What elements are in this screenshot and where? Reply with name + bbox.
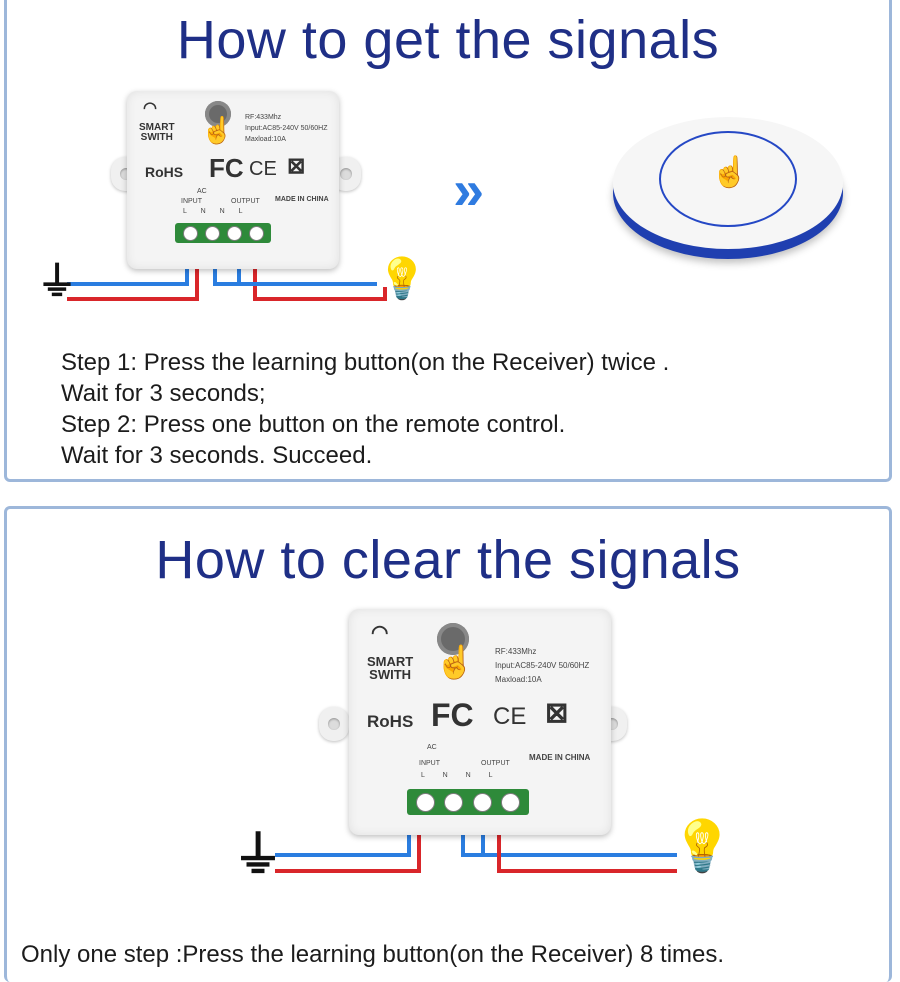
made-in-label: MADE IN CHINA <box>275 196 329 203</box>
clear-signals-instruction: Only one step :Press the learning button… <box>21 941 725 968</box>
step-2-wait: Wait for 3 seconds. Succeed. <box>61 442 373 469</box>
fc-mark: FC <box>209 153 244 183</box>
ce-mark: CE <box>493 703 527 730</box>
step-1-text: Step 1: Press the learning button(on the… <box>61 349 670 376</box>
ce-mark: CE <box>249 158 277 180</box>
input-label: INPUT <box>181 198 202 205</box>
remote-button-ring[interactable] <box>659 131 797 227</box>
input-spec: Input:AC85-240V 50/60HZ <box>495 661 590 670</box>
plug-icon: ⏚ <box>233 827 283 883</box>
step-2-text: Step 2: Press one button on the remote c… <box>61 411 566 438</box>
rohs-mark: RoHS <box>145 164 184 180</box>
wifi-icon: ◠ <box>371 622 389 644</box>
rohs-mark: RoHS <box>367 712 414 731</box>
terminal-block <box>407 789 529 815</box>
ac-label: AC <box>427 744 437 751</box>
input-spec: Input:AC85-240V 50/60HZ <box>245 125 328 132</box>
get-signals-title: How to get the signals <box>176 10 720 70</box>
crossed-bin-icon: ⊠ <box>545 697 569 728</box>
input-label: INPUT <box>419 760 440 767</box>
fc-mark: FC <box>431 697 474 733</box>
maxload-spec: Maxload:10A <box>495 675 542 684</box>
bulb-icon: 💡 <box>377 257 427 301</box>
hand-press-icon: ☝ <box>201 115 234 145</box>
plug-icon: ⏚ <box>37 260 77 304</box>
remote-control: ☝ <box>613 117 843 249</box>
wifi-icon: ◠ <box>143 100 157 117</box>
terminal-labels: L N N L <box>421 772 501 779</box>
ac-label: AC <box>197 188 207 195</box>
learning-button[interactable] <box>437 623 469 655</box>
hand-press-icon: ☝ <box>435 644 475 680</box>
rf-spec: RF:433Mhz <box>495 647 537 656</box>
double-chevron-right-icon: » <box>453 158 484 221</box>
terminal-labels: L N N L <box>183 208 249 215</box>
output-label: OUTPUT <box>231 198 260 205</box>
mount-ear-left <box>319 707 349 741</box>
get-signals-steps: Step 1: Press the learning button(on the… <box>61 347 669 471</box>
crossed-bin-icon: ⊠ <box>287 153 306 178</box>
bulb-icon: 💡 <box>671 818 734 874</box>
output-label: OUTPUT <box>481 760 510 767</box>
step-1-wait: Wait for 3 seconds; <box>61 380 266 407</box>
maxload-spec: Maxload:10A <box>245 136 286 143</box>
terminal-block <box>175 223 271 243</box>
rf-spec: RF:433Mhz <box>245 114 282 121</box>
hand-press-icon: ☝ <box>711 156 749 189</box>
clear-signals-title: How to clear the signals <box>155 530 741 590</box>
learning-button[interactable] <box>205 101 231 127</box>
made-in-label: MADE IN CHINA <box>529 753 591 762</box>
